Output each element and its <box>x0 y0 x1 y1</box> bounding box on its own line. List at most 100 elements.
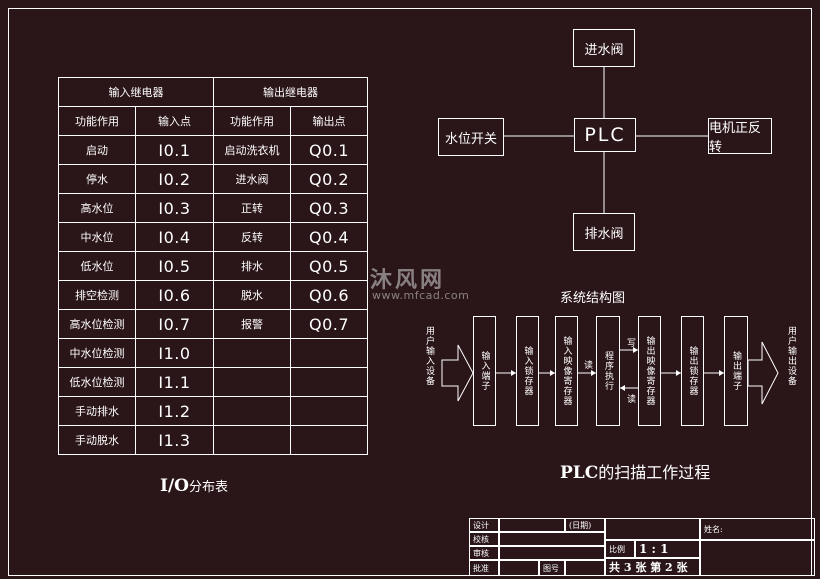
plc-box: PLC <box>574 118 636 152</box>
io-caption-io: I/O <box>160 476 189 496</box>
io-in-func: 中水位 <box>58 222 136 252</box>
io-out-point: Q0.6 <box>290 280 368 310</box>
watermark: 沐风网 www.mfcad.com <box>330 262 469 302</box>
io-out-func: 反转 <box>213 222 291 252</box>
tb-drawing-no: 图号 <box>539 560 565 576</box>
io-out-point <box>290 425 368 455</box>
input-arrow <box>441 344 474 402</box>
scan-caption-rest: 的扫描工作过程 <box>598 463 711 482</box>
output-arrow <box>747 341 779 405</box>
io-out-func: 启动洗衣机 <box>213 135 291 165</box>
output-latch-box: 输出锁存器 <box>681 316 704 426</box>
output-latch-text: 输出锁存器 <box>687 346 698 396</box>
io-out-func: 正转 <box>213 193 291 223</box>
io-in-point: I0.4 <box>135 222 214 252</box>
io-in-point: I1.1 <box>135 367 214 397</box>
tb-check: 校核 <box>469 532 499 546</box>
output-terminal-box: 输出端子 <box>724 316 748 426</box>
tb-review: 审核 <box>469 546 499 560</box>
io-out-func <box>213 367 291 397</box>
drawing-frame <box>8 8 812 576</box>
structure-caption: 系统结构图 <box>560 291 626 306</box>
tb-drawing-no-val <box>565 560 605 576</box>
io-out-func: 排水 <box>213 251 291 281</box>
io-caption: I/O分布表 <box>160 476 280 496</box>
output-terminal-text: 输出端子 <box>731 351 741 391</box>
tb-blank-2 <box>700 540 815 576</box>
io-out-point: Q0.5 <box>290 251 368 281</box>
tb-sheets: 共 3 张 第 2 张 <box>605 558 700 576</box>
io-in-point: I0.2 <box>135 164 214 194</box>
io-out-point <box>290 367 368 397</box>
read-label-1: 读 <box>582 360 592 370</box>
input-terminal-text: 输入端子 <box>479 351 490 391</box>
io-out-func: 报警 <box>213 309 291 339</box>
tb-review-val <box>499 546 605 560</box>
io-out-point: Q0.2 <box>290 164 368 194</box>
tb-sheet-unit: 张 <box>635 561 647 574</box>
col-in-func: 功能作用 <box>58 106 136 136</box>
tb-sheet-label: 第 <box>650 561 662 574</box>
scan-caption: PLC的扫描工作过程 <box>560 459 710 483</box>
program-exec-box: 程序执行 <box>596 316 620 426</box>
io-out-point: Q0.4 <box>290 222 368 252</box>
io-in-point: I0.3 <box>135 193 214 223</box>
tb-approve-val <box>499 560 539 576</box>
tb-approve: 批准 <box>469 560 499 576</box>
io-in-point: I1.0 <box>135 338 214 368</box>
io-in-func: 手动排水 <box>58 396 136 426</box>
io-in-func: 停水 <box>58 164 136 194</box>
header-output: 输出继电器 <box>213 77 368 107</box>
motor-box: 电机正反转 <box>708 118 772 155</box>
user-output-label: 用户输出设备 <box>786 326 796 386</box>
io-in-func: 中水位检测 <box>58 338 136 368</box>
drain-valve-box: 排水阀 <box>573 213 635 251</box>
input-register-text: 输入锁存器 <box>522 346 533 396</box>
io-out-point <box>290 338 368 368</box>
io-caption-rest: 分布表 <box>188 480 228 495</box>
io-in-func: 高水位 <box>58 193 136 223</box>
col-out-func: 功能作用 <box>213 106 291 136</box>
io-out-func <box>213 425 291 455</box>
col-in-point: 输入点 <box>135 106 214 136</box>
tb-scale-value: 1 : 1 <box>635 540 700 558</box>
io-in-func: 低水位检测 <box>58 367 136 397</box>
scan-caption-plc: PLC <box>560 463 599 483</box>
io-in-func: 手动脱水 <box>58 425 136 455</box>
tb-total-label: 共 <box>609 561 620 574</box>
level-switch-box: 水位开关 <box>438 118 504 156</box>
io-out-point: Q0.1 <box>290 135 368 165</box>
io-out-func <box>213 396 291 426</box>
input-terminal-box: 输入端子 <box>473 316 496 426</box>
io-out-func: 脱水 <box>213 280 291 310</box>
input-image-box: 输入映像寄存器 <box>555 316 578 426</box>
io-in-point: I0.1 <box>135 135 214 165</box>
user-input-label: 用户输入设备 <box>424 326 434 386</box>
header-input: 输入继电器 <box>58 77 214 107</box>
tb-sheet-value: 2 <box>665 560 673 574</box>
output-image-box: 输出映像寄存器 <box>638 316 661 426</box>
tb-total-value: 3 <box>623 560 632 574</box>
io-in-point: I1.2 <box>135 396 214 426</box>
io-out-point: Q0.3 <box>290 193 368 223</box>
input-image-text: 输入映像寄存器 <box>561 336 572 406</box>
col-out-point: 输出点 <box>290 106 368 136</box>
io-in-func: 启动 <box>58 135 136 165</box>
io-out-point: Q0.7 <box>290 309 368 339</box>
io-in-func: 低水位 <box>58 251 136 281</box>
io-in-point: I0.7 <box>135 309 214 339</box>
tb-design: 设计 <box>469 518 499 532</box>
tb-design-val <box>499 518 565 532</box>
write-label: 写 <box>625 338 635 348</box>
io-in-func: 排空检测 <box>58 280 136 310</box>
